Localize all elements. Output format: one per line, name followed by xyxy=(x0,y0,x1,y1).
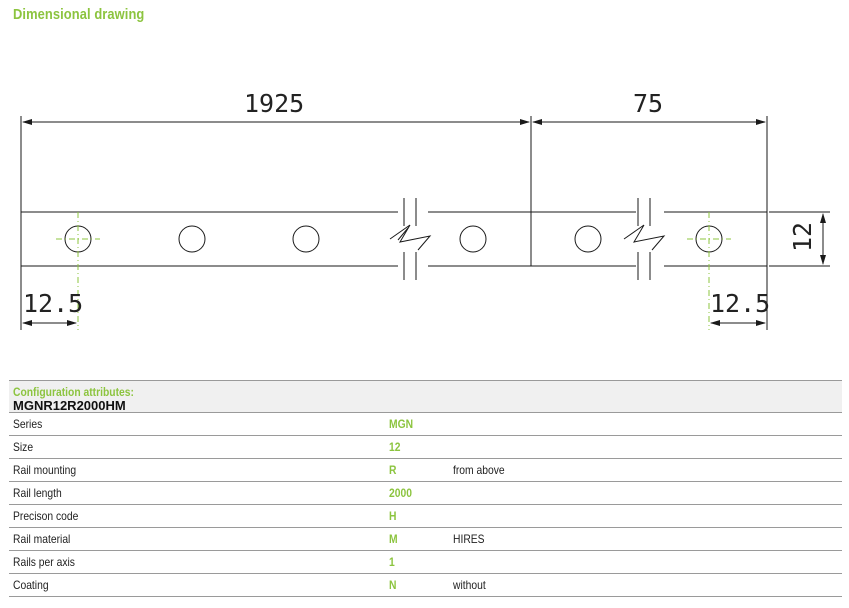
break-symbol-right xyxy=(623,198,666,280)
rail-body xyxy=(20,211,768,267)
attribute-name: Coating xyxy=(13,578,49,592)
hole xyxy=(459,225,487,253)
attribute-code: M xyxy=(389,532,398,546)
attribute-name: Rail material xyxy=(13,532,71,546)
attribute-name: Precison code xyxy=(13,509,79,523)
table-row: Series MGN xyxy=(9,413,842,436)
table-row: Coating N without xyxy=(9,574,842,597)
table-row: Rail length 2000 xyxy=(9,482,842,505)
dimension-height xyxy=(769,211,830,267)
configuration-header: Configuration attributes: MGNR12R2000HM xyxy=(9,380,842,413)
centerlines xyxy=(56,212,731,330)
attribute-description: HIRES xyxy=(453,532,485,546)
attribute-name: Rail mounting xyxy=(13,463,77,477)
break-symbol-left xyxy=(389,198,432,280)
dimensional-drawing: 1925 75 12 12.5 12.5 xyxy=(20,89,830,330)
hole xyxy=(574,225,602,253)
attribute-description: without xyxy=(453,578,486,592)
table-row: Rail material M HIRES xyxy=(9,528,842,551)
configuration-header-label: Configuration attributes: xyxy=(13,385,134,399)
attribute-code: 12 xyxy=(389,440,401,454)
attribute-name: Rail length xyxy=(13,486,62,500)
hole xyxy=(292,225,320,253)
attribute-code: MGN xyxy=(389,417,414,431)
table-row: Rails per axis 1 xyxy=(9,551,842,574)
attribute-name: Rails per axis xyxy=(13,555,75,569)
attribute-code: 1 xyxy=(389,555,395,569)
section-title: Dimensional drawing xyxy=(13,6,145,23)
dimension-end-length xyxy=(532,116,768,212)
dim-end-length-label: 75 xyxy=(633,89,663,118)
table-row: Rail mounting R from above xyxy=(9,459,842,482)
dim-left-offset-label: 12.5 xyxy=(23,289,83,318)
attribute-code: R xyxy=(389,463,397,477)
attribute-code: 2000 xyxy=(389,486,412,500)
attribute-code: H xyxy=(389,509,397,523)
dim-height-label: 12 xyxy=(788,222,817,252)
table-row: Precison code H xyxy=(9,505,842,528)
table-row: Size 12 xyxy=(9,436,842,459)
dimension-left-offset xyxy=(20,266,77,330)
attribute-description: from above xyxy=(453,463,505,477)
dim-total-length-label: 1925 xyxy=(244,89,304,118)
attribute-name: Size xyxy=(13,440,34,454)
configuration-table: Configuration attributes: MGNR12R2000HM … xyxy=(9,380,842,597)
dimension-total-length xyxy=(20,116,532,212)
dim-right-offset-label: 12.5 xyxy=(710,289,770,318)
product-code: MGNR12R2000HM xyxy=(13,398,126,413)
attribute-code: N xyxy=(389,578,397,592)
attribute-name: Series xyxy=(13,417,43,431)
dimension-right-offset xyxy=(710,266,768,330)
hole xyxy=(178,225,206,253)
mounting-holes xyxy=(64,225,723,253)
